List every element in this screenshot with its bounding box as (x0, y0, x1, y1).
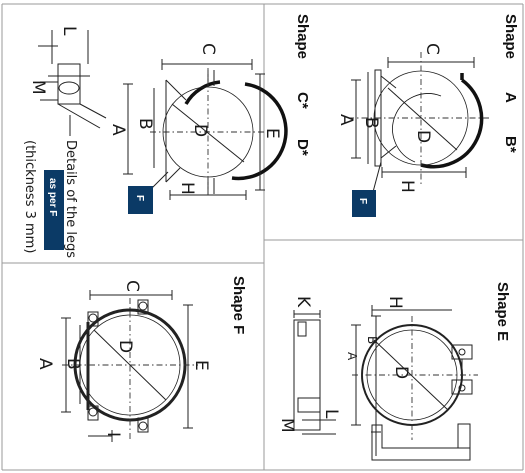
dim-h-label: H (385, 296, 405, 309)
heading-shape: Shape (502, 14, 519, 59)
panel-shape-c-d: Shape C* D* D C (22, 14, 311, 258)
panel-shape-a-b: Shape A B* D C A (336, 14, 519, 217)
panel-grid (1, 3, 524, 471)
clamp-ring-a (373, 70, 484, 169)
dim-h-label: H (397, 180, 417, 193)
legs-note: Details of the legs (63, 140, 78, 258)
dim-l-label: L (321, 409, 341, 419)
dim-b-label: B (135, 118, 155, 130)
panel-shape-f: Shape F D C E A (35, 276, 247, 442)
detail-f-badge-label: F (134, 195, 145, 201)
bracket-detail-e (371, 423, 471, 461)
dim-b-label: B (365, 336, 379, 344)
dim-b-label: B (63, 358, 83, 370)
heading-shape-a: A (502, 92, 519, 103)
dim-k-label: K (293, 296, 313, 308)
heading-shape: Shape (294, 14, 311, 59)
panel-shape-e: Shape E D A B H (277, 282, 511, 461)
dim-d-label: D (115, 340, 135, 353)
dim-b-label: B (361, 117, 381, 129)
dim-m-label: M (277, 418, 297, 433)
dim-a-label: A (345, 352, 359, 361)
dim-d-label: D (413, 130, 433, 143)
heading-shape-b: B* (502, 136, 519, 153)
detail-f-badge (352, 190, 376, 217)
dim-a-label: A (35, 358, 55, 370)
detail-f-badge-label: F (357, 198, 368, 204)
dim-c-label: C (122, 280, 142, 292)
dim-e-label: E (262, 128, 282, 139)
heading-shape-c: C* (294, 92, 311, 109)
dim-l-label: L (59, 26, 79, 36)
heading-shape-e: Shape E (494, 282, 511, 341)
heading-shape-f: Shape F (230, 276, 247, 334)
dim-d-label: D (190, 124, 210, 137)
clamp-feet-c (165, 79, 187, 183)
dim-a-label: A (108, 124, 128, 136)
legs-badge (44, 170, 64, 250)
dim-i-label: I (103, 432, 123, 437)
dim-c-label: C (198, 43, 218, 55)
dim-m-label: M (28, 80, 48, 95)
heading-shape-d: D* (294, 139, 311, 156)
dim-d-label: D (391, 366, 411, 379)
legs-badge-label: as per F (47, 178, 58, 216)
dim-e-label: E (191, 360, 211, 371)
clamp-side-profile-e (293, 310, 321, 431)
thickness-note: (thickness 3 mm) (22, 140, 37, 253)
dim-h-label: H (177, 182, 197, 195)
dim-a-label: A (336, 114, 356, 126)
leg-detail (38, 30, 107, 136)
dim-c-label: C (422, 43, 442, 55)
detail-f-badge (128, 186, 153, 214)
